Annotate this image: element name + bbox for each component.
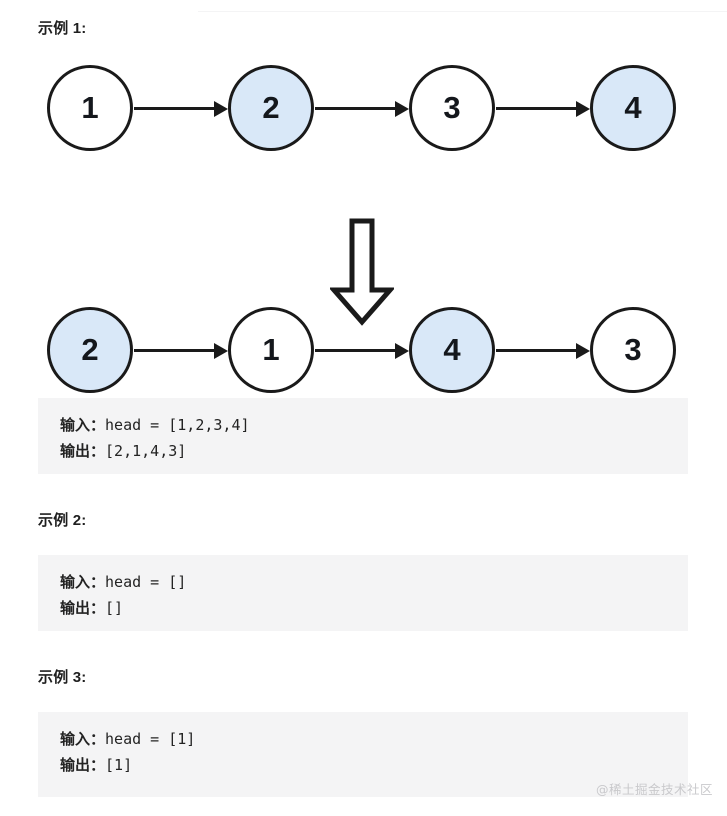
example-2-output-line: 输出：[] bbox=[60, 595, 688, 621]
example-3-output-line: 输出：[1] bbox=[60, 752, 688, 778]
edge-after-4-3 bbox=[496, 349, 578, 352]
example-1-output-line: 输出：[2,1,4,3] bbox=[60, 438, 688, 464]
example-1-label: 示例 1: bbox=[38, 20, 87, 37]
edge-after-2-1 bbox=[134, 349, 216, 352]
output-value: [] bbox=[105, 599, 124, 617]
arrowhead-after-1-4 bbox=[395, 342, 409, 359]
example-2-label: 示例 2: bbox=[38, 512, 87, 529]
arrowhead-before-3-4 bbox=[576, 100, 590, 117]
example-3-code-block: 输入：head = [1] 输出：[1] bbox=[38, 712, 688, 797]
arrowhead-after-4-3 bbox=[576, 342, 590, 359]
input-label: 输入： bbox=[60, 416, 106, 434]
linked-list-diagram: 1 2 3 4 2 1 4 3 bbox=[0, 50, 727, 395]
edge-before-1-2 bbox=[134, 107, 216, 110]
node-before-0: 1 bbox=[47, 65, 133, 151]
output-value: [2,1,4,3] bbox=[105, 442, 187, 460]
node-before-2: 3 bbox=[409, 65, 495, 151]
example-2-input-line: 输入：head = [] bbox=[60, 569, 688, 595]
example-1-code-block: 输入：head = [1,2,3,4] 输出：[2,1,4,3] bbox=[38, 398, 688, 474]
arrowhead-after-2-1 bbox=[214, 342, 228, 359]
example-3-label: 示例 3: bbox=[38, 669, 87, 686]
input-value: head = [] bbox=[105, 573, 187, 591]
edge-before-2-3 bbox=[315, 107, 397, 110]
arrowhead-before-1-2 bbox=[214, 100, 228, 117]
node-before-3: 4 bbox=[590, 65, 676, 151]
input-value: head = [1] bbox=[105, 730, 196, 748]
output-label: 输出： bbox=[60, 442, 106, 460]
arrowhead-before-2-3 bbox=[395, 100, 409, 117]
node-after-1: 1 bbox=[228, 307, 314, 393]
example-2-code-block: 输入：head = [] 输出：[] bbox=[38, 555, 688, 631]
watermark: @稀土掘金技术社区 bbox=[595, 782, 713, 797]
top-divider bbox=[198, 11, 727, 12]
input-value: head = [1,2,3,4] bbox=[105, 416, 250, 434]
example-3-input-line: 输入：head = [1] bbox=[60, 726, 688, 752]
example-1-input-line: 输入：head = [1,2,3,4] bbox=[60, 412, 688, 438]
input-label: 输入： bbox=[60, 730, 106, 748]
node-after-0: 2 bbox=[47, 307, 133, 393]
output-label: 输出： bbox=[60, 599, 106, 617]
edge-after-1-4 bbox=[315, 349, 397, 352]
transform-down-arrow-icon bbox=[328, 218, 396, 326]
node-before-1: 2 bbox=[228, 65, 314, 151]
node-after-2: 4 bbox=[409, 307, 495, 393]
input-label: 输入： bbox=[60, 573, 106, 591]
edge-before-3-4 bbox=[496, 107, 578, 110]
output-value: [1] bbox=[105, 756, 133, 774]
output-label: 输出： bbox=[60, 756, 106, 774]
node-after-3: 3 bbox=[590, 307, 676, 393]
